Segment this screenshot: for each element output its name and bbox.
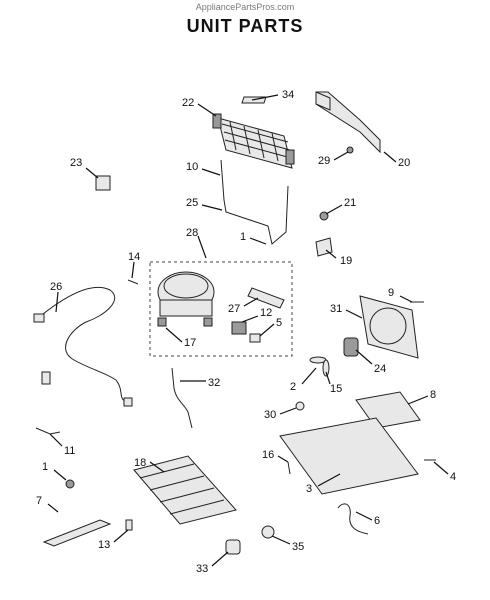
callout-28: 28 bbox=[186, 227, 198, 239]
pin bbox=[127, 279, 139, 285]
screw bbox=[346, 146, 354, 154]
bracket bbox=[315, 91, 381, 154]
callout-7: 7 bbox=[36, 495, 42, 507]
grommet bbox=[295, 401, 305, 411]
watermark: AppliancePartsPros.com bbox=[195, 2, 295, 12]
callout-12: 12 bbox=[260, 307, 272, 319]
fan-shroud bbox=[359, 295, 419, 359]
connector bbox=[123, 397, 133, 407]
callout-11: 11 bbox=[64, 445, 75, 457]
callout-8: 8 bbox=[430, 389, 436, 401]
callout-19: 19 bbox=[340, 255, 352, 267]
clip bbox=[35, 427, 61, 435]
callout-27: 27 bbox=[228, 303, 240, 315]
sensor bbox=[65, 479, 75, 489]
callout-labels: 34 22 20 29 10 23 25 21 1 28 19 14 9 26 … bbox=[36, 89, 456, 575]
wire bbox=[337, 503, 369, 535]
callout-29: 29 bbox=[318, 155, 330, 167]
compressor-box bbox=[149, 261, 293, 357]
callout-14: 14 bbox=[128, 251, 140, 263]
condenser-wire bbox=[220, 159, 289, 245]
callout-22: 22 bbox=[182, 97, 194, 109]
callout-32: 32 bbox=[208, 377, 220, 389]
callout-24: 24 bbox=[374, 363, 386, 375]
callout-6: 6 bbox=[374, 515, 380, 527]
condenser bbox=[212, 113, 295, 169]
callout-3: 3 bbox=[306, 483, 312, 495]
callout-4: 4 bbox=[450, 471, 456, 483]
callout-33: 33 bbox=[196, 563, 208, 575]
callout-1a: 1 bbox=[240, 231, 246, 243]
callout-9: 9 bbox=[388, 287, 394, 299]
callout-23: 23 bbox=[70, 157, 82, 169]
wire-harness bbox=[37, 286, 127, 403]
callout-20: 20 bbox=[398, 157, 410, 169]
overload bbox=[249, 333, 261, 343]
callout-10: 10 bbox=[186, 161, 198, 173]
callout-25: 25 bbox=[186, 197, 198, 209]
drain-tube bbox=[171, 367, 193, 429]
callout-34: 34 bbox=[282, 89, 294, 101]
callout-2: 2 bbox=[290, 381, 296, 393]
clip bbox=[125, 519, 133, 531]
relay bbox=[231, 321, 247, 335]
filter-drier bbox=[247, 287, 285, 309]
fan-motor bbox=[343, 337, 359, 357]
fan-blade bbox=[309, 356, 330, 377]
plug bbox=[225, 539, 241, 555]
callout-15: 15 bbox=[330, 383, 342, 395]
callout-5: 5 bbox=[276, 317, 282, 329]
evaporator bbox=[133, 455, 237, 525]
cap bbox=[261, 525, 275, 539]
callout-18: 18 bbox=[134, 457, 146, 469]
connector bbox=[41, 371, 51, 385]
callout-31: 31 bbox=[330, 303, 342, 315]
callout-1b: 1 bbox=[42, 461, 48, 473]
base-plate bbox=[279, 417, 419, 495]
callout-26: 26 bbox=[50, 281, 62, 293]
callout-13: 13 bbox=[98, 539, 110, 551]
compressor bbox=[157, 271, 215, 327]
callout-30: 30 bbox=[264, 409, 276, 421]
sensor-bracket bbox=[42, 519, 112, 547]
screw bbox=[287, 461, 291, 475]
callout-16: 16 bbox=[262, 449, 274, 461]
callout-35: 35 bbox=[292, 541, 304, 553]
clip bbox=[95, 175, 111, 191]
connector bbox=[33, 313, 45, 323]
callout-17: 17 bbox=[184, 337, 196, 349]
callout-21: 21 bbox=[344, 197, 356, 209]
page-title: UNIT PARTS bbox=[186, 16, 304, 36]
